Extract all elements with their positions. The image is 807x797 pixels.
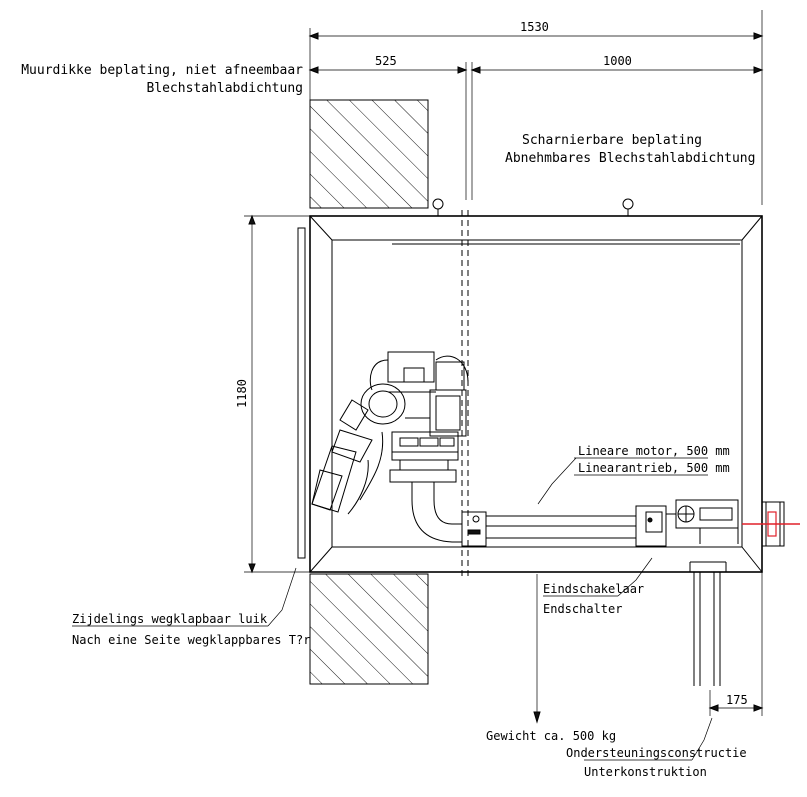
burner-assembly [311, 351, 469, 515]
wall-hatch-top [309, 99, 429, 209]
hinged-plating-label-nl: Scharnierbare beplating [522, 133, 702, 148]
dimension-housing-width: 1000 [470, 54, 764, 74]
exterior-connection [742, 501, 800, 547]
side-door-panel [297, 227, 306, 559]
wall-plating-label-de: Blechstahlabdichtung [146, 81, 303, 96]
hinge-line [461, 210, 469, 580]
pipe-elbow [411, 482, 462, 543]
dimension-175-label: 175 [726, 693, 748, 707]
linear-motor-callout: Lineare motor, 500 mm Linearantrieb, 500… [537, 444, 730, 505]
hinged-plating-label-de: Abnehmbares Blechstahlabdichtung [505, 151, 755, 166]
support-label-de: Unterkonstruktion [584, 765, 707, 779]
dimension-height: 1180 [235, 214, 310, 574]
dimension-support-offset: 175 [708, 572, 764, 716]
dimension-total-width: 1530 [308, 10, 764, 205]
side-door-label-nl: Zijdelings wegklapbaar luik [72, 612, 268, 626]
wall-hatch-bottom [309, 573, 429, 685]
lifting-eye-left [432, 198, 444, 216]
limit-switch-callout: Eindschakelaar Endschalter [543, 557, 653, 616]
limit-switch-label-nl: Eindschakelaar [543, 582, 644, 596]
support-label-nl: Ondersteuningsconstructie [566, 746, 747, 760]
linear-motor-label-de: Linearantrieb, 500 mm [578, 461, 730, 475]
dimension-1530-label: 1530 [520, 20, 549, 34]
limit-switch-label-de: Endschalter [543, 602, 622, 616]
lifting-eye-right [622, 198, 634, 216]
dimension-525-label: 525 [375, 54, 397, 68]
dimension-1180-label: 1180 [235, 379, 249, 408]
support-structure [689, 561, 727, 686]
side-door-callout: Zijdelings wegklapbaar luik Nach eine Se… [72, 567, 310, 647]
weight-label: Gewicht ca. 500 kg [486, 729, 616, 743]
side-door-label-de: Nach eine Seite wegklappbares T?r [72, 633, 310, 647]
weight-arrow: Gewicht ca. 500 kg [486, 574, 616, 743]
wall-plating-label-nl: Muurdikke beplating, niet afneembaar [21, 63, 303, 78]
dimension-1000-label: 1000 [603, 54, 632, 68]
linear-motor-label-nl: Lineare motor, 500 mm [578, 444, 730, 458]
dimension-wall-thickness: 525 [308, 54, 473, 200]
linear-motor [461, 499, 739, 547]
housing-box [309, 215, 763, 573]
support-callout: Ondersteuningsconstructie Unterkonstrukt… [566, 717, 747, 779]
